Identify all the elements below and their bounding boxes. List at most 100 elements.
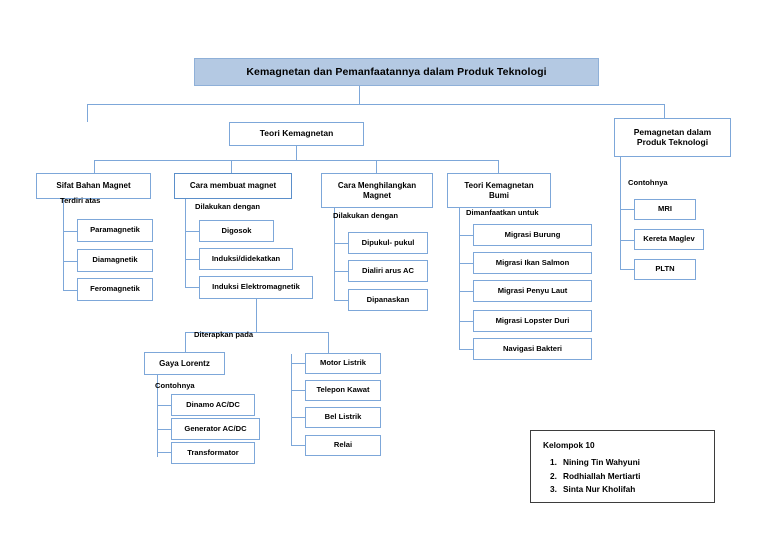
connector-produk-3 — [620, 269, 634, 270]
leaf-label: Migrasi Lopster Duri — [495, 315, 570, 325]
member-number: 1. — [550, 457, 557, 467]
connector-sifat-3 — [63, 290, 77, 291]
node-teori-kemagnetan-bumi[interactable]: Teori Kemagnetan Bumi — [447, 173, 551, 208]
connector-hilang-spine — [334, 208, 335, 301]
leaf-transformator[interactable]: Transformator — [171, 442, 255, 464]
connector-membuat-1 — [185, 231, 199, 232]
leaf-migrasi-penyu-laut[interactable]: Migrasi Penyu Laut — [473, 280, 592, 302]
leaf-mri[interactable]: MRI — [634, 199, 696, 220]
leaf-label: Kereta Maglev — [643, 234, 695, 244]
connector-produk-spine — [620, 157, 621, 269]
node-sifat-bahan-magnet[interactable]: Sifat Bahan Magnet — [36, 173, 151, 199]
member-number: 3. — [550, 484, 557, 494]
node-pemagnetan-produk[interactable]: Pemagnetan dalam Produk Teknologi — [614, 118, 731, 157]
member-name: Nining Tin Wahyuni — [563, 457, 640, 467]
group-members-box: Kelompok 10 1. Nining Tin Wahyuni 2. Rod… — [530, 430, 715, 503]
leaf-induksi-elektromagnetik[interactable]: Induksi Elektromagnetik — [199, 276, 313, 299]
leaf-motor-listrik[interactable]: Motor Listrik — [305, 353, 381, 374]
label-terdiri-atas: Terdiri atas — [60, 196, 101, 205]
leaf-navigasi-bakteri[interactable]: Navigasi Bakteri — [473, 338, 592, 360]
leaf-digosok[interactable]: Digosok — [199, 220, 274, 242]
leaf-feromagnetik[interactable]: Feromagnetik — [77, 278, 153, 301]
connector-sifat-1 — [63, 231, 77, 232]
connector-sifat-2 — [63, 261, 77, 262]
label-dimanfaatkan-untuk: Dimanfaatkan untuk — [466, 208, 539, 217]
connector-bumi-1 — [459, 235, 473, 236]
connector-produk-2 — [620, 240, 634, 241]
group-title: Kelompok 10 — [543, 440, 595, 450]
connector-em-spine — [291, 354, 292, 445]
leaf-induksi-didekatkan[interactable]: Induksi/didekatkan — [199, 248, 293, 270]
leaf-paramagnetik[interactable]: Paramagnetik — [77, 219, 153, 242]
leaf-dipanaskan[interactable]: Dipanaskan — [348, 289, 428, 311]
label-contohnya-produk: Contohnya — [628, 178, 668, 187]
connector-diterapkan-bus — [185, 332, 328, 333]
leaf-label: PLTN — [655, 264, 675, 274]
connector-bus-sifat — [94, 160, 95, 173]
connector-produk-1 — [620, 209, 634, 210]
leaf-migrasi-lopster-duri[interactable]: Migrasi Lopster Duri — [473, 310, 592, 332]
leaf-dialiri-arus-ac[interactable]: Dialiri arus AC — [348, 260, 428, 282]
gaya-lorentz-label: Gaya Lorentz — [159, 358, 210, 368]
leaf-kereta-maglev[interactable]: Kereta Maglev — [634, 229, 704, 250]
connector-bumi-2 — [459, 263, 473, 264]
node-cara-menghilangkan-magnet[interactable]: Cara Menghilangkan Magnet — [321, 173, 433, 208]
leaf-label: Dipukul- pukul — [361, 237, 415, 247]
leaf-label: Feromagnetik — [90, 284, 140, 294]
connector-sifat-spine — [63, 199, 64, 291]
leaf-migrasi-ikan-salmon[interactable]: Migrasi Ikan Salmon — [473, 252, 592, 274]
member-number: 2. — [550, 470, 557, 481]
leaf-diamagnetik[interactable]: Diamagnetik — [77, 249, 153, 272]
pemagnetan-produk-label: Pemagnetan dalam Produk Teknologi — [633, 126, 712, 147]
leaf-generator-ac-dc[interactable]: Generator AC/DC — [171, 418, 260, 440]
leaf-label: Bel Listrik — [324, 412, 362, 422]
connector-membuat-2 — [185, 259, 199, 260]
node-root-title[interactable]: Kemagnetan dan Pemanfaatannya dalam Prod… — [194, 58, 599, 86]
teori-bumi-label: Teori Kemagnetan Bumi — [464, 181, 534, 200]
leaf-dipukul-pukul[interactable]: Dipukul- pukul — [348, 232, 428, 254]
connector-bumi-3 — [459, 291, 473, 292]
connector-membuat-spine — [185, 199, 186, 287]
member-name: Rodhiallah Mertiarti — [563, 470, 641, 481]
connector-bus-cara-hilang — [376, 160, 377, 173]
leaf-label: Dinamo AC/DC — [186, 399, 240, 409]
list-item: 1. Nining Tin Wahyuni — [543, 457, 702, 467]
connector-to-teori — [87, 104, 88, 122]
connector-to-pemagnetan — [664, 104, 665, 118]
leaf-label: Telepon Kawat — [316, 385, 370, 395]
leaf-label: Diamagnetik — [92, 255, 138, 265]
group-member-list: 1. Nining Tin Wahyuni 2. Rodhiallah Mert… — [543, 457, 702, 494]
connector-bumi-spine — [459, 208, 460, 349]
leaf-pltn[interactable]: PLTN — [634, 259, 696, 280]
leaf-dinamo-ac-dc[interactable]: Dinamo AC/DC — [171, 394, 255, 416]
leaf-label: Relai — [333, 440, 353, 450]
connector-lorentz-spine — [157, 375, 158, 457]
cara-membuat-label: Cara membuat magnet — [189, 181, 277, 191]
node-gaya-lorentz[interactable]: Gaya Lorentz — [144, 352, 225, 375]
cara-menghilangkan-label: Cara Menghilangkan Magnet — [337, 181, 417, 200]
connector-teori-down — [296, 146, 297, 160]
leaf-relai[interactable]: Relai — [305, 435, 381, 456]
leaf-bel-listrik[interactable]: Bel Listrik — [305, 407, 381, 428]
leaf-label: Migrasi Ikan Salmon — [495, 257, 570, 267]
connector-lorentz-2 — [157, 429, 171, 430]
leaf-migrasi-burung[interactable]: Migrasi Burung — [473, 224, 592, 246]
connector-em-1 — [291, 363, 305, 364]
node-cara-membuat-magnet[interactable]: Cara membuat magnet — [174, 173, 292, 199]
connector-diterapkan-left — [185, 332, 186, 352]
leaf-label: Induksi Elektromagnetik — [212, 282, 300, 292]
connector-title-down — [359, 86, 360, 104]
member-name: Sinta Nur Kholifah — [563, 484, 636, 494]
list-item: 2. Rodhiallah Mertiarti — [543, 471, 702, 481]
label-dilakukan-dengan-hilang: Dilakukan dengan — [333, 211, 398, 220]
list-item: 3. Sinta Nur Kholifah — [543, 484, 702, 494]
connector-bumi-4 — [459, 321, 473, 322]
label-dilakukan-dengan-membuat: Dilakukan dengan — [195, 202, 260, 211]
node-teori-kemagnetan[interactable]: Teori Kemagnetan — [229, 122, 364, 146]
leaf-label: Dipanaskan — [366, 294, 410, 304]
leaf-label: Induksi/didekatkan — [211, 253, 281, 263]
leaf-label: MRI — [658, 204, 672, 214]
leaf-telepon-kawat[interactable]: Telepon Kawat — [305, 380, 381, 401]
leaf-label: Dialiri arus AC — [361, 265, 415, 275]
